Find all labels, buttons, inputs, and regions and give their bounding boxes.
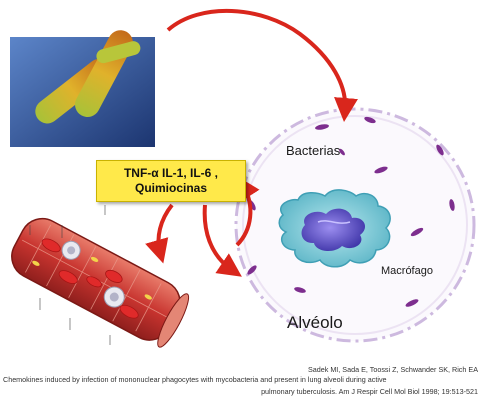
cytokine-box: TNF-α IL-1, IL-6 , Quimiocinas [96, 160, 246, 202]
arrow-vessel-to-alveolus [205, 205, 232, 270]
macrophage [279, 190, 390, 267]
citation-journal: pulmonary tuberculosis. Am J Respir Cell… [261, 387, 478, 396]
bacteria-image [10, 26, 155, 147]
citation-title: Chemokines induced by infection of monon… [3, 375, 387, 384]
macrophage-label: Macrófago [381, 265, 433, 277]
cytokine-line-1: TNF-α IL-1, IL-6 , [124, 166, 218, 181]
alveolus-label: Alvéolo [287, 313, 343, 333]
cytokine-line-2: Quimiocinas [135, 181, 207, 196]
blood-vessel [4, 211, 194, 351]
citation-authors: Sadek MI, Sada E, Toossi Z, Schwander SK… [308, 365, 478, 374]
bacteria-label: Bacterias [286, 143, 340, 158]
arrow-cytokines-to-vessel [159, 205, 173, 252]
arrow-bacteria-to-alveolus [168, 11, 345, 110]
